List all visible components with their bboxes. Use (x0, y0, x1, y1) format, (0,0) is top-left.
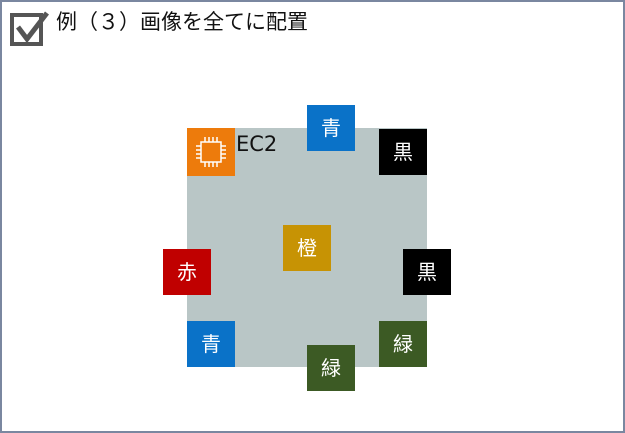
tile-orange-center: 橙 (283, 225, 331, 271)
checkbox-check-icon (10, 11, 49, 46)
ec2-chip-icon (187, 128, 235, 176)
tile-red-left: 赤 (163, 249, 211, 295)
tile-black-right: 黒 (403, 249, 451, 295)
tile-black-top: 黒 (379, 129, 427, 175)
tile-blue-bottom: 青 (187, 321, 235, 367)
tile-green-bottom: 緑 (307, 345, 355, 391)
page-title: 例（３）画像を全てに配置 (56, 10, 308, 34)
tile-green-right: 緑 (379, 321, 427, 367)
tile-blue-top: 青 (307, 105, 355, 151)
ec2-group-label: EC2 (236, 132, 278, 156)
